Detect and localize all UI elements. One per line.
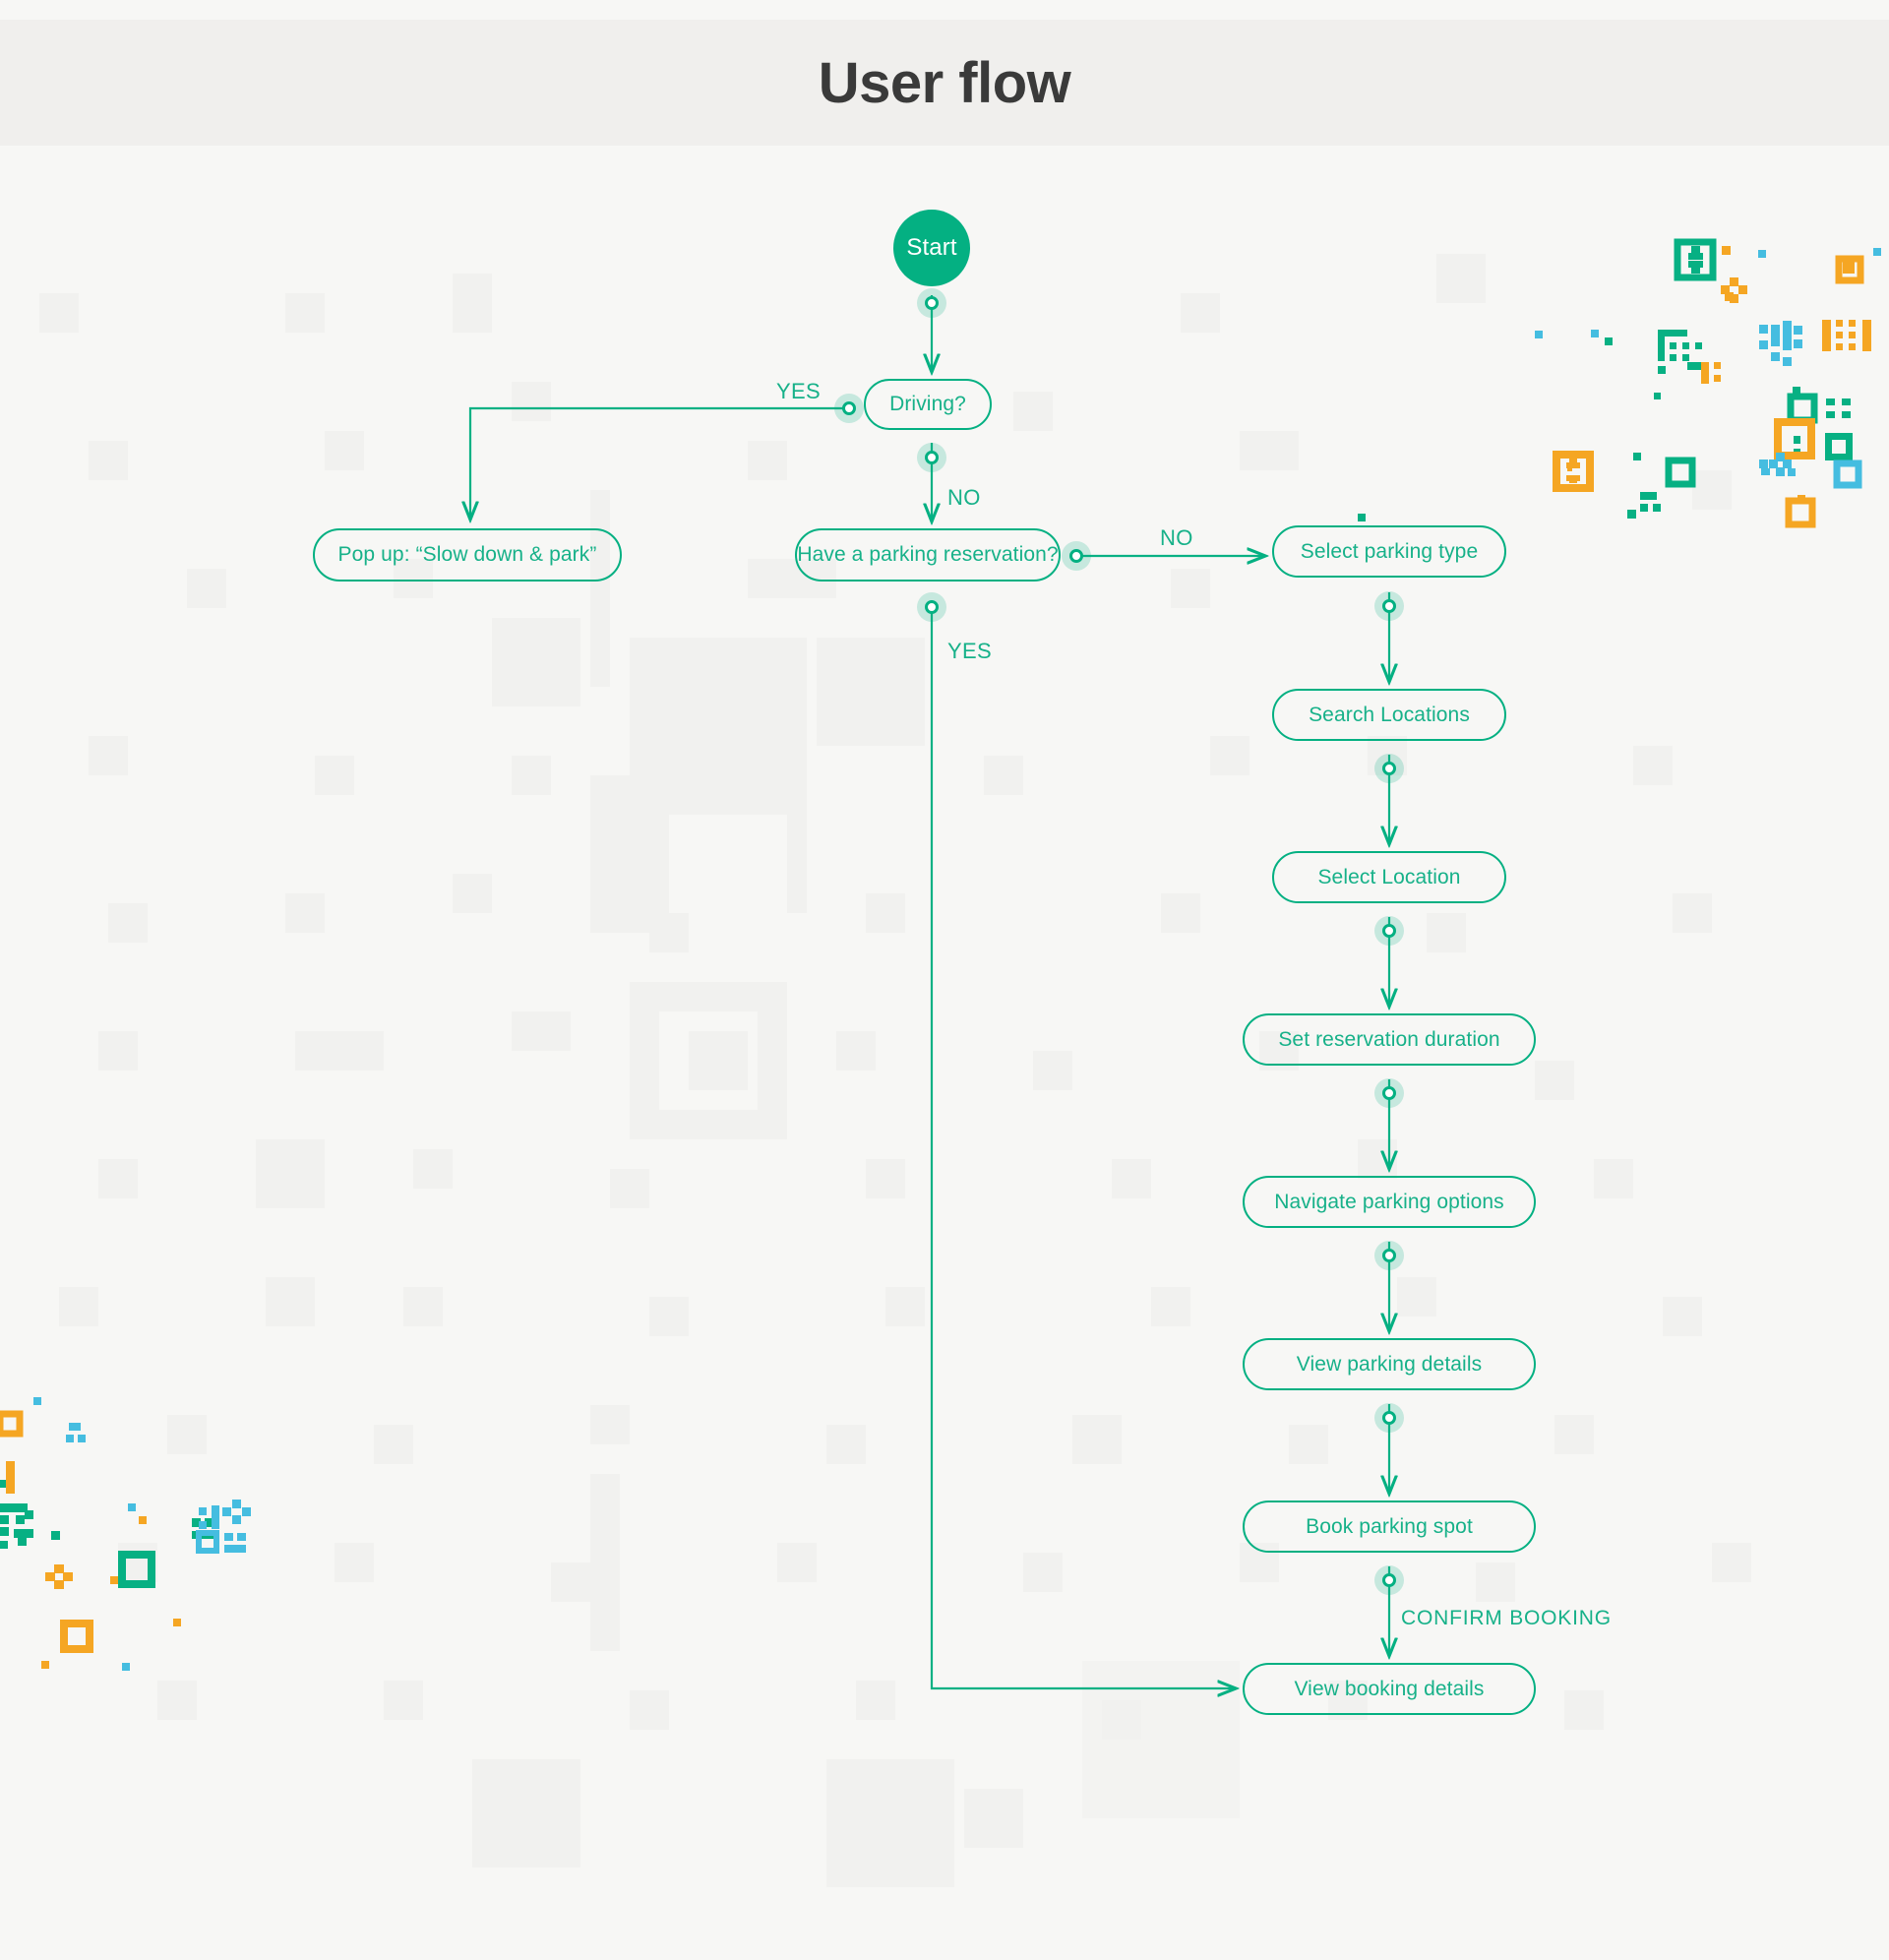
edge-label-confirm-booking: CONFIRM BOOKING (1401, 1607, 1612, 1629)
flow-node-navigate-parking-options[interactable]: Navigate parking options (1243, 1176, 1536, 1228)
edge-label-no-driving: NO (947, 485, 981, 510)
flow-node-set-reservation-duration[interactable]: Set reservation duration (1243, 1013, 1536, 1066)
flow-node-popup[interactable]: Pop up: “Slow down & park” (313, 528, 622, 582)
flow-node-start[interactable]: Start (893, 210, 970, 286)
flow-node-select-location[interactable]: Select Location (1272, 851, 1506, 903)
connector-dot-view-parking-out[interactable] (1374, 1403, 1404, 1433)
flow-node-reservation[interactable]: Have a parking reservation? (795, 528, 1061, 582)
flow-node-view-parking-details[interactable]: View parking details (1243, 1338, 1536, 1390)
connector-dot-reservation-no[interactable] (1062, 541, 1091, 571)
connector-dot-start-out[interactable] (917, 288, 946, 318)
edge-label-no-reservation: NO (1160, 525, 1193, 550)
connector-dot-reservation-yes[interactable] (917, 592, 946, 622)
connector-dot-select-loc-out[interactable] (1374, 916, 1404, 946)
connector-dot-navigate-out[interactable] (1374, 1241, 1404, 1270)
flow-node-search-locations[interactable]: Search Locations (1272, 689, 1506, 741)
connector-dot-driving-out[interactable] (917, 443, 946, 472)
connector-dot-select-type-out[interactable] (1374, 591, 1404, 621)
connector-dot-set-duration-out[interactable] (1374, 1078, 1404, 1108)
flow-node-select-parking-type[interactable]: Select parking type (1272, 525, 1506, 578)
flow-node-driving[interactable]: Driving? (864, 379, 992, 430)
flow-node-view-booking-details[interactable]: View booking details (1243, 1663, 1536, 1715)
page-title: User flow (818, 50, 1071, 115)
connector-dot-search-loc-out[interactable] (1374, 754, 1404, 783)
connector-dot-driving-yes[interactable] (834, 394, 864, 423)
connector-dot-book-spot-out[interactable] (1374, 1565, 1404, 1595)
flow-node-book-parking-spot[interactable]: Book parking spot (1243, 1501, 1536, 1553)
edge-label-yes-reservation: YES (947, 639, 992, 663)
edge-label-yes-driving: YES (776, 379, 821, 403)
header-band (0, 20, 1889, 146)
